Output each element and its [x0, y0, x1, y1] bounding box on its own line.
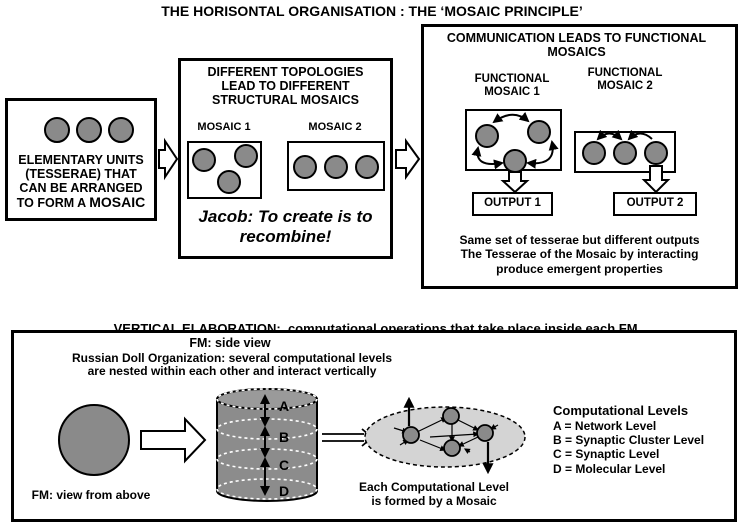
- tessera-circle: [44, 117, 70, 143]
- level-letter-a: A: [279, 398, 289, 414]
- output2-arrow: [641, 165, 671, 194]
- fm-top-view-circle: [58, 404, 130, 476]
- structural-heading-line1: DIFFERENT TOPOLOGIES: [207, 65, 364, 79]
- functional-summary-line2: The Tesserae of the Mosaic by interactin…: [460, 247, 699, 262]
- functional-summary-line1: Same set of tesserae but different outpu…: [459, 233, 700, 247]
- tessera-circle: [527, 120, 551, 144]
- output2-box: [613, 192, 697, 216]
- structural-heading: DIFFERENT TOPOLOGIES LEAD TO DIFFERENT S…: [180, 65, 391, 107]
- russian-doll-line2: are nested within each other and interac…: [87, 364, 377, 379]
- tessera-circle: [192, 148, 216, 172]
- fm1-label-line1: FUNCTIONAL: [474, 73, 550, 85]
- tessera-circle: [217, 170, 241, 194]
- tessera-circle: [613, 141, 637, 165]
- top-to-side-arrow: [140, 416, 207, 464]
- mosaic2-label: MOSAIC 2: [308, 121, 362, 133]
- level-letter-c: C: [279, 457, 289, 473]
- mosaic1-label: MOSAIC 1: [197, 121, 251, 133]
- network-mosaic: [364, 396, 526, 475]
- flow-arrow: [158, 137, 179, 181]
- each-level-text: Each Computational Level is formed by a …: [346, 480, 522, 509]
- functional-summary-line3: produce emergent properties: [496, 261, 663, 276]
- tessera-circle: [355, 155, 379, 179]
- elementary-line2: (TESSERAE) THAT: [25, 167, 137, 181]
- each-level-line1: Each Computational Level: [358, 480, 510, 494]
- output2-label: OUTPUT 2: [626, 197, 684, 209]
- tessera-circle: [234, 144, 258, 168]
- level-d-entry: D = Molecular Level: [553, 461, 666, 476]
- functional-summary: Same set of tesserae but different outpu…: [424, 233, 735, 276]
- output1-arrow: [500, 171, 530, 194]
- elementary-line4: TO FORM A MOSAIC: [8, 194, 154, 211]
- fm2-label: FUNCTIONAL MOSAIC 2: [570, 67, 680, 93]
- level-a-entry: A = Network Level: [553, 418, 657, 433]
- fm2-label-line2: MOSAIC 2: [597, 79, 653, 92]
- fm-view-from-above-label: FM: view from above: [31, 488, 151, 502]
- output1-box: [472, 192, 553, 216]
- level-c-entry: C = Synaptic Level: [553, 447, 660, 462]
- fm-side-view-cylinder: [216, 388, 318, 502]
- jacob-quote-line1: Jacob: To create is to: [198, 207, 373, 226]
- functional-heading: COMMUNICATION LEADS TO FUNCTIONAL MOSAIC…: [424, 31, 729, 59]
- fm2-label-line1: FUNCTIONAL: [587, 67, 663, 79]
- elementary-line1: ELEMENTARY UNITS: [18, 153, 144, 167]
- russian-doll-line1: Russian Doll Organization: several compu…: [71, 351, 393, 365]
- elementary-line3: CAN BE ARRANGED: [19, 181, 143, 195]
- fm1-label-line2: MOSAIC 1: [484, 85, 540, 98]
- russian-doll-text: Russian Doll Organization: several compu…: [62, 351, 402, 379]
- level-letter-b: B: [279, 429, 289, 445]
- tessera-circle: [108, 117, 134, 143]
- fm2-communication-arrows: [596, 129, 653, 141]
- functional-heading-line2: MOSAICS: [547, 45, 606, 59]
- output1-label: OUTPUT 1: [484, 197, 541, 209]
- each-level-line2: is formed by a Mosaic: [371, 494, 497, 509]
- tessera-circle: [293, 155, 317, 179]
- tessera-circle: [76, 117, 102, 143]
- jacob-quote-line2: recombine!: [239, 227, 332, 247]
- elementary-line4-prefix: TO FORM A: [16, 196, 90, 210]
- structural-heading-line3: STRUCTURAL MOSAICS: [212, 93, 359, 107]
- tessera-circle: [582, 141, 606, 165]
- levels-title: Computational Levels: [553, 403, 689, 418]
- jacob-quote: Jacob: To create is to recombine!: [180, 207, 391, 248]
- page-title: THE HORISONTAL ORGANISATION : THE ‘MOSAI…: [161, 3, 583, 19]
- level-letters: A B C D: [279, 398, 289, 499]
- flow-arrow: [395, 137, 421, 181]
- level-b-entry: B = Synaptic Cluster Level: [553, 432, 705, 447]
- fm1-label: FUNCTIONAL MOSAIC 1: [462, 73, 562, 99]
- elementary-units-text: ELEMENTARY UNITS (TESSERAE) THAT CAN BE …: [8, 153, 154, 211]
- tessera-circle: [475, 124, 499, 148]
- tessera-circle: [324, 155, 348, 179]
- mosaic-word: MOSAIC: [89, 194, 146, 210]
- level-letter-d: D: [279, 483, 289, 499]
- tessera-circle: [644, 141, 668, 165]
- computational-levels-legend: Computational Levels A = Network Level B…: [553, 403, 733, 476]
- side-view-label: FM: side view: [189, 336, 271, 350]
- cylinder-to-network-arrow: [322, 428, 374, 447]
- elementary-units-box: [5, 98, 157, 221]
- fm1-communication-arrows: [471, 111, 559, 170]
- functional-heading-line1: COMMUNICATION LEADS TO FUNCTIONAL: [446, 31, 707, 45]
- structural-heading-line2: LEAD TO DIFFERENT: [221, 79, 350, 93]
